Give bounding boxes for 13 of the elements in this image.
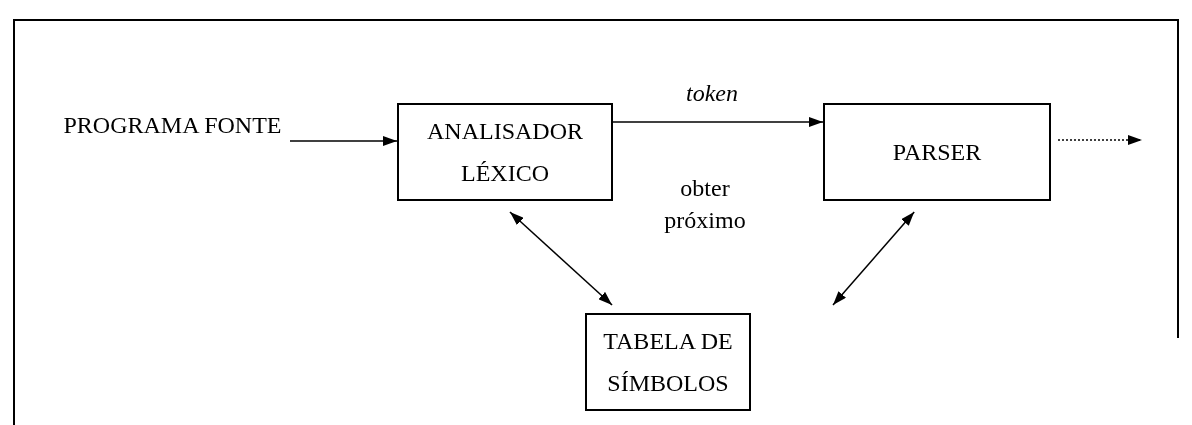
node-label: TABELA DE SÍMBOLOS: [602, 327, 734, 398]
arrow: [289, 136, 398, 146]
process-box: [397, 103, 613, 201]
process-box: [585, 313, 751, 411]
arrow: [509, 211, 613, 306]
node-label: PROGRAMA FONTE: [63, 111, 282, 140]
arrow: [612, 117, 824, 127]
process-box: [823, 103, 1051, 201]
node-label: PARSER: [892, 138, 982, 167]
arrow: [1057, 135, 1143, 145]
node-label: ANALISADOR LÉXICO: [426, 117, 584, 188]
arrow: [832, 211, 915, 306]
note-text: obter próximo: [663, 174, 747, 235]
